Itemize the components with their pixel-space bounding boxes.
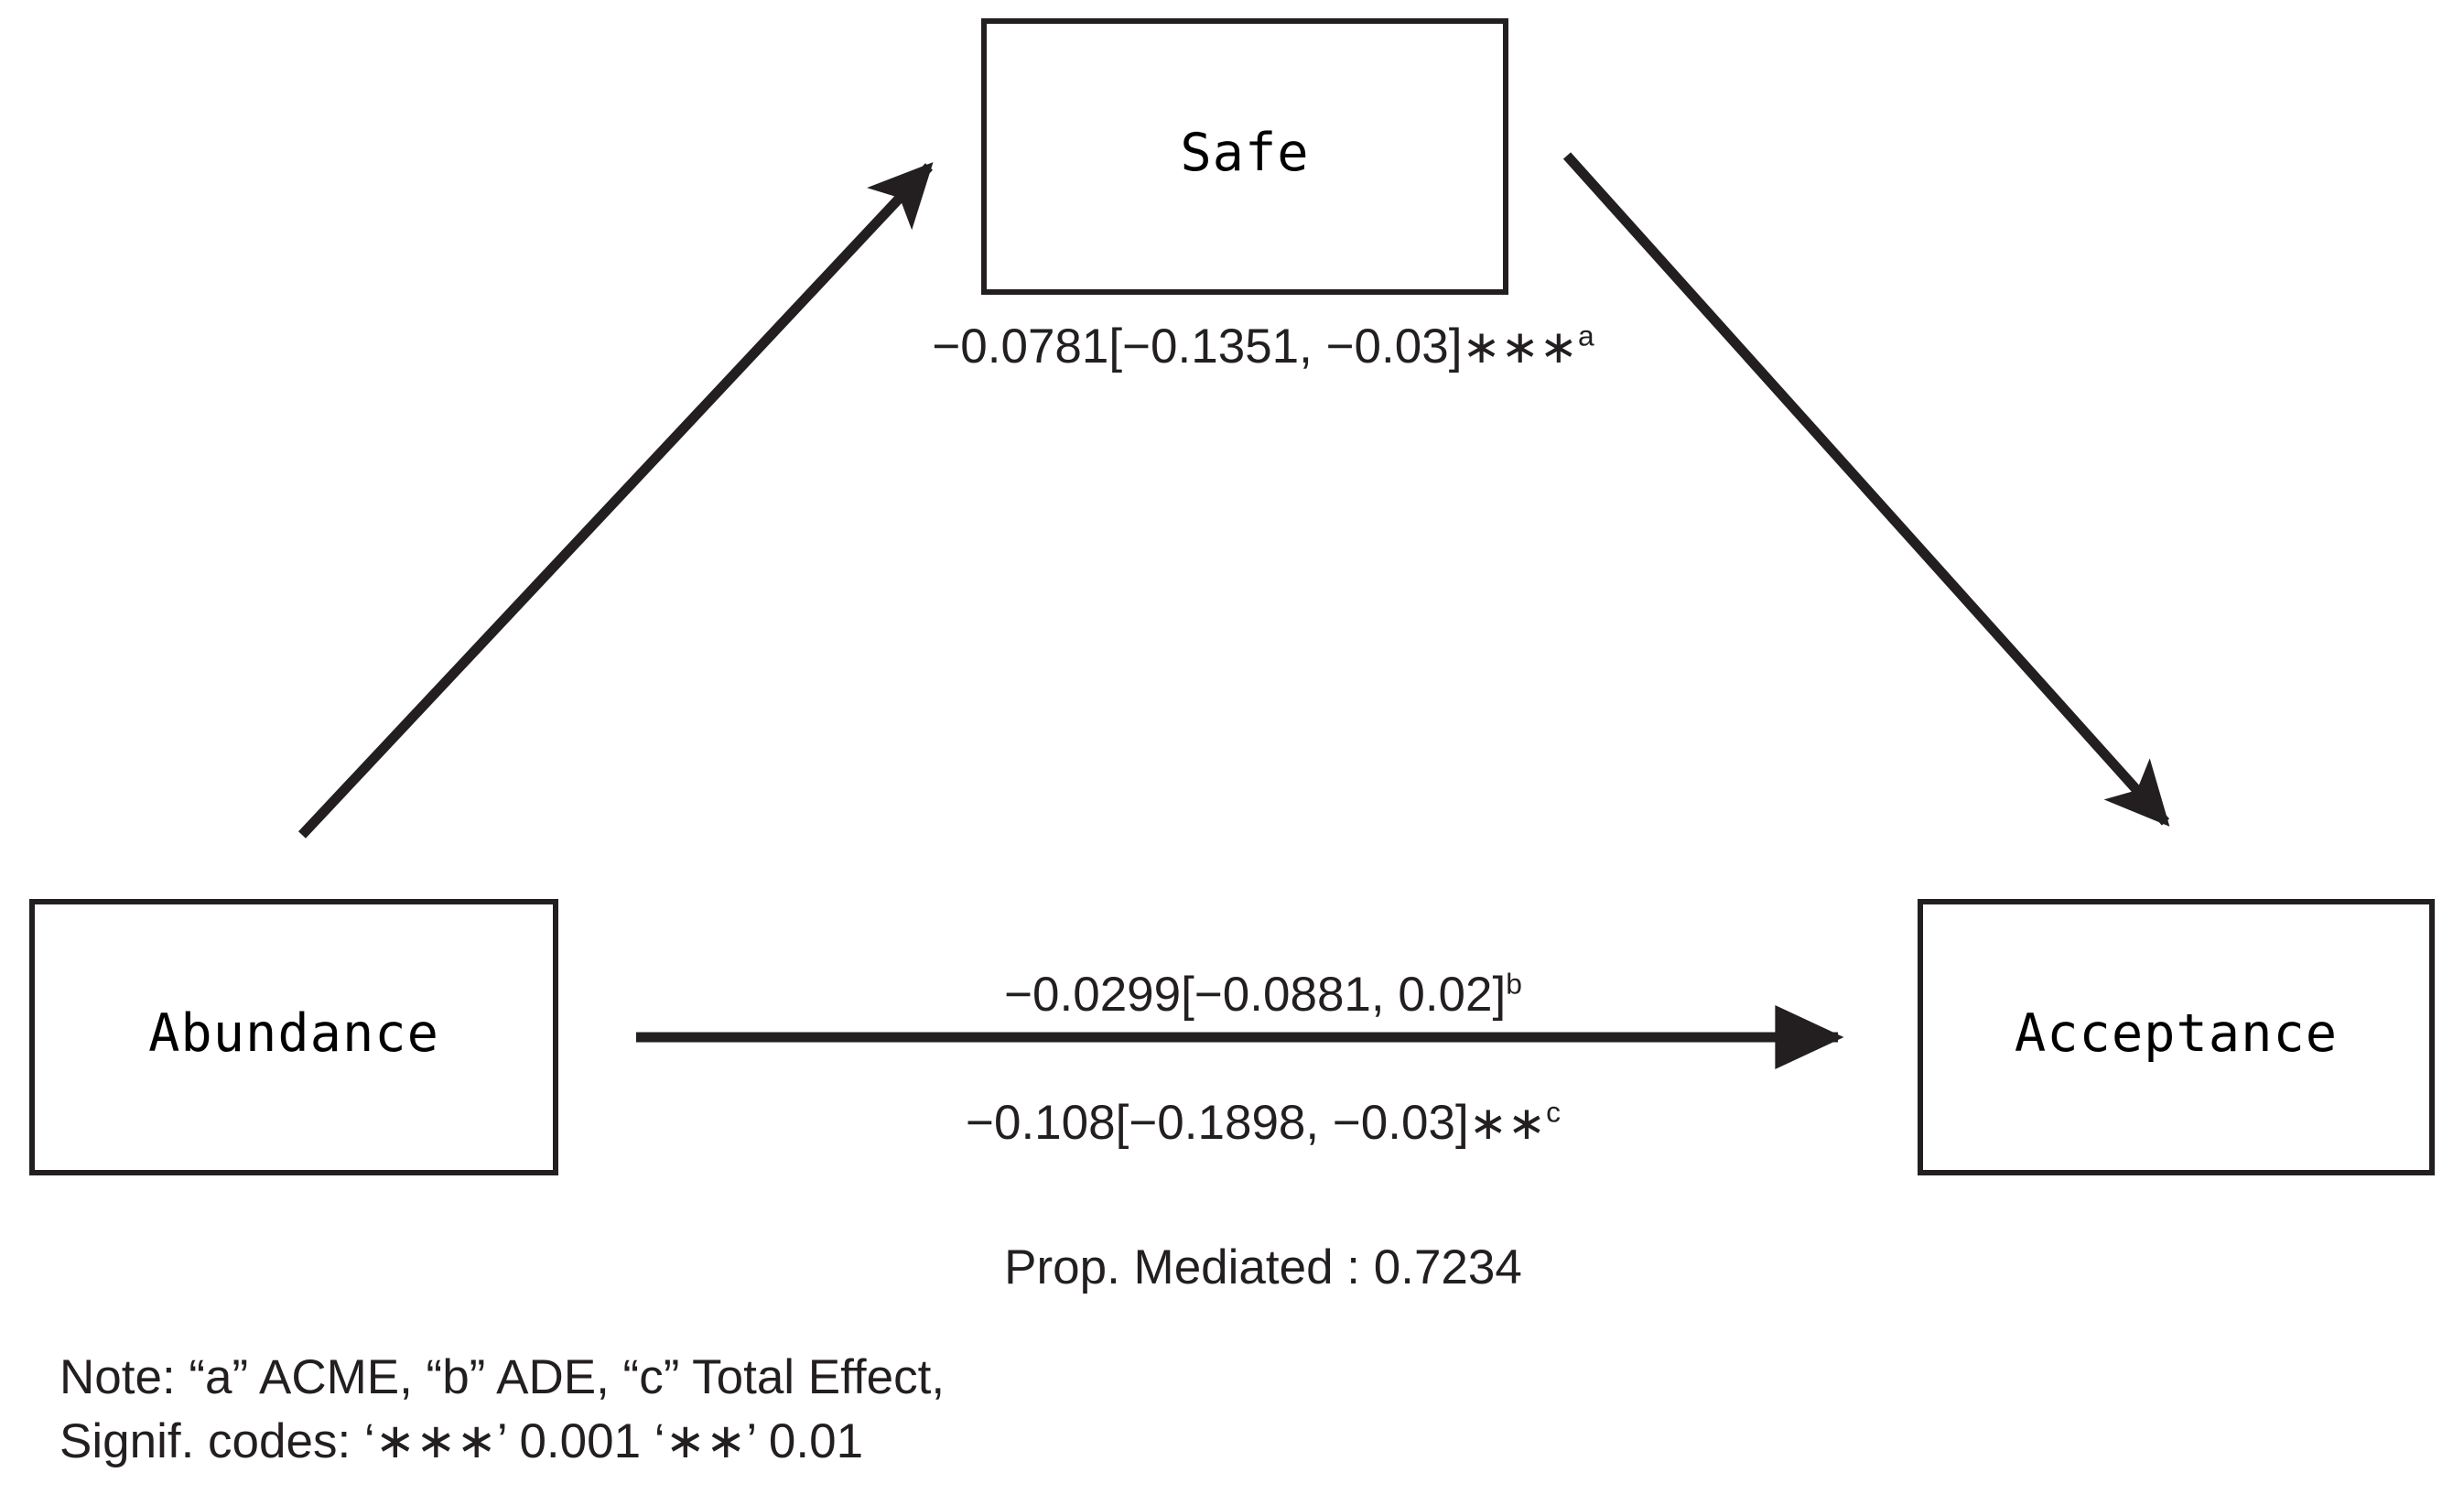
node-acceptance: Acceptance: [1918, 899, 2435, 1175]
node-abundance: Abundance: [29, 899, 558, 1175]
coefficient-acme: −0.0781[−0.1351, −0.03]∗∗∗a: [915, 319, 1611, 374]
coefficient-total-stars: ∗∗: [1468, 1096, 1547, 1150]
arrow-abundance-to-safe: [297, 162, 934, 839]
coefficient-ade-estimate: −0.0299: [1004, 968, 1182, 1022]
coefficient-total-ci: [−0.1898, −0.03]: [1115, 1096, 1469, 1150]
coefficient-acme-marker: a: [1578, 319, 1594, 352]
note-block: Note: “a” ACME, “b” ADE, “c” Total Effec…: [59, 1346, 945, 1474]
coefficient-ade-ci: [−0.0881, 0.02]: [1181, 968, 1507, 1022]
node-safe: Safe: [981, 18, 1508, 295]
coefficient-total-effect: −0.108[−0.1898, −0.03]∗∗c: [915, 1096, 1611, 1150]
node-abundance-label: Abundance: [148, 1002, 439, 1064]
coefficient-total-estimate: −0.108: [966, 1096, 1116, 1150]
node-acceptance-label: Acceptance: [2014, 1002, 2339, 1064]
coefficient-total-marker: c: [1546, 1095, 1561, 1129]
coefficient-acme-stars: ∗∗∗: [1462, 319, 1578, 374]
note-line-signif-codes: Signif. codes: ‘∗∗∗’ 0.001 ‘∗∗’ 0.01: [59, 1413, 864, 1468]
note-line-definitions: Note: “a” ACME, “b” ADE, “c” Total Effec…: [59, 1350, 946, 1404]
arrow-safe-to-acceptance: [1562, 152, 2170, 827]
prop-mediated-label: Prop. Mediated : 0.7234: [1004, 1240, 1522, 1294]
coefficient-ade-marker: b: [1506, 967, 1522, 1001]
node-safe-label: Safe: [1180, 122, 1310, 183]
coefficient-acme-estimate: −0.0781: [932, 319, 1109, 374]
coefficient-ade: −0.0299[−0.0881, 0.02]b: [924, 967, 1602, 1022]
coefficient-acme-ci: [−0.1351, −0.03]: [1108, 319, 1463, 374]
